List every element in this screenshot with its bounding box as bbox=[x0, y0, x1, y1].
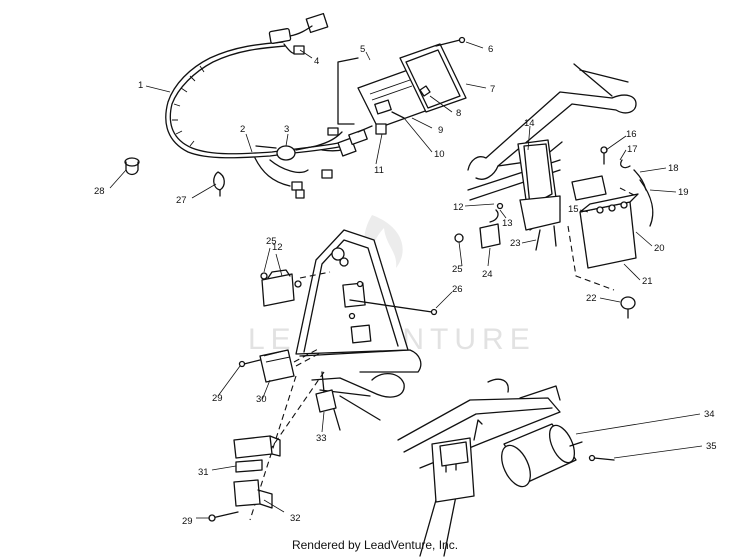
callout-label: 26 bbox=[452, 284, 463, 295]
callout-label: 23 bbox=[510, 238, 521, 249]
callout-label: 24 bbox=[482, 269, 493, 280]
callout-label: 10 bbox=[434, 149, 445, 160]
callout-label: 9 bbox=[438, 125, 443, 136]
callout-label: 18 bbox=[668, 163, 679, 174]
wiring-harness bbox=[165, 12, 368, 199]
callout-label: 6 bbox=[488, 44, 493, 55]
callout-label: 14 bbox=[524, 118, 535, 129]
callout-label: 31 bbox=[198, 467, 209, 478]
rectifier bbox=[238, 347, 323, 383]
callout-label: 27 bbox=[176, 195, 187, 206]
callout-label: 8 bbox=[456, 108, 461, 119]
callout-label: 20 bbox=[654, 243, 665, 254]
relay-assembly bbox=[208, 435, 281, 522]
callout-label: 7 bbox=[490, 84, 495, 95]
vehicle-frame-rear bbox=[397, 378, 561, 557]
tail-light-assembly bbox=[337, 36, 467, 135]
callout-label: 30 bbox=[256, 394, 267, 405]
leader-lines bbox=[109, 41, 703, 519]
callout-label: 2 bbox=[240, 124, 245, 135]
vehicle-frame-lower bbox=[249, 349, 422, 521]
callout-label: 29 bbox=[212, 393, 223, 404]
rendered-by-footer: Rendered by LeadVenture, Inc. bbox=[291, 538, 459, 552]
callout-label: 15 bbox=[568, 204, 579, 215]
callout-label: 3 bbox=[284, 124, 289, 135]
callout-labels: 1 2 3 4 5 6 7 8 9 10 11 12 12 13 14 15 1… bbox=[94, 44, 717, 527]
callout-label: 21 bbox=[642, 276, 653, 287]
callout-label: 25 bbox=[452, 264, 463, 275]
callout-label: 12 bbox=[453, 202, 464, 213]
battery-box bbox=[517, 139, 561, 251]
battery bbox=[567, 146, 654, 319]
callout-label: 13 bbox=[502, 218, 513, 229]
callout-label: 29 bbox=[182, 516, 193, 527]
callout-label: 1 bbox=[138, 80, 143, 91]
starter-motor bbox=[501, 423, 615, 488]
callout-label: 25 bbox=[266, 236, 277, 247]
callout-label: 17 bbox=[627, 144, 638, 155]
callout-label: 11 bbox=[374, 165, 384, 176]
callout-label: 34 bbox=[704, 409, 715, 420]
callout-label: 33 bbox=[316, 433, 327, 444]
loose-fasteners bbox=[124, 157, 225, 197]
callout-label: 16 bbox=[626, 129, 637, 140]
callout-label: 28 bbox=[94, 186, 105, 197]
callout-label: 4 bbox=[314, 56, 319, 67]
callout-label: 22 bbox=[586, 293, 597, 304]
cdi-module bbox=[260, 269, 331, 307]
callout-label: 12 bbox=[272, 242, 283, 253]
callout-label: 5 bbox=[360, 44, 365, 55]
callout-label: 35 bbox=[706, 441, 717, 452]
callout-label: 32 bbox=[290, 513, 301, 524]
regulator-right bbox=[454, 202, 504, 249]
callout-label: 19 bbox=[678, 187, 689, 198]
